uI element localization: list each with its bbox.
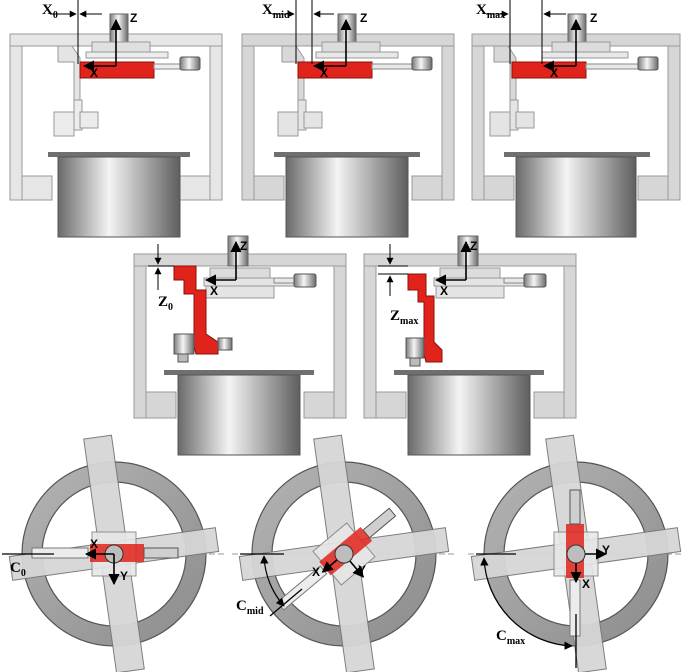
tool-arm	[153, 56, 201, 71]
axis-y-label: Y	[602, 543, 610, 557]
tool-head	[31, 547, 89, 559]
angle-label: Cmax	[496, 628, 525, 647]
tool-arm	[585, 56, 659, 71]
x-slide-red	[297, 61, 373, 79]
position-label: Z0	[158, 294, 173, 313]
panel-x-mid: Z X Xmid	[241, 0, 455, 238]
z-slide-red	[407, 273, 443, 363]
axis-z-label: Z	[470, 239, 477, 253]
axis-x-label: X	[582, 577, 590, 591]
panel-z-max: Z X Zmax	[363, 235, 577, 456]
axis-x-label: X	[440, 284, 448, 298]
spindle-center	[334, 544, 354, 564]
panel-c-0: X Y C0	[2, 434, 226, 672]
position-label: Xmid	[262, 2, 290, 21]
tool-body	[143, 547, 179, 559]
x-slide-red	[511, 61, 587, 79]
axis-x-label: X	[312, 565, 320, 579]
panel-x-0: Z X X0	[9, 0, 223, 238]
vertical-slide	[53, 45, 99, 137]
angle-label: C0	[10, 560, 26, 579]
tool-arm	[503, 273, 547, 288]
panel-c-mid: X Y Cmid	[232, 434, 456, 672]
axis-x-label: X	[210, 284, 218, 298]
rotary-table	[394, 370, 544, 456]
position-label: Xmax	[476, 2, 505, 21]
tool-arm	[371, 56, 433, 71]
axis-y-label: Y	[358, 563, 366, 577]
rotary-table	[164, 370, 314, 456]
tool-holder	[409, 357, 421, 367]
axis-z-label: Z	[130, 11, 137, 25]
panel-x-max: Z X Xmax	[471, 0, 681, 238]
axis-x-label: X	[90, 537, 98, 551]
position-label: X0	[42, 2, 58, 21]
c-angle-arc	[260, 555, 285, 607]
rotary-table	[274, 152, 420, 238]
axis-z-label: Z	[360, 11, 367, 25]
machine-frame	[9, 33, 223, 201]
z-slide-red	[173, 265, 219, 355]
tool-holder	[173, 333, 195, 355]
axis-x-label: X	[550, 66, 558, 80]
axis-x-label: X	[90, 66, 98, 80]
spindle-center	[566, 544, 586, 564]
axis-y-label: Y	[120, 569, 128, 583]
position-label: Zmax	[390, 308, 418, 327]
tool-holder	[405, 337, 425, 359]
axis-x-label: X	[320, 66, 328, 80]
axis-z-label: Z	[240, 239, 247, 253]
rotary-table	[504, 152, 650, 238]
vertical-slide	[489, 45, 535, 137]
c-angle-arc	[480, 557, 573, 650]
vertical-slide	[277, 45, 323, 137]
tool-holder	[217, 337, 233, 351]
tool-holder	[177, 353, 189, 363]
angle-label: Cmid	[236, 598, 264, 617]
panel-c-max: X Y Cmax	[468, 434, 684, 672]
rotary-table	[48, 152, 190, 238]
tool-arm	[273, 273, 317, 288]
c-rotated-line	[269, 588, 303, 617]
panel-z-0: Z X Z0	[133, 235, 347, 456]
axis-z-label: Z	[590, 11, 597, 25]
